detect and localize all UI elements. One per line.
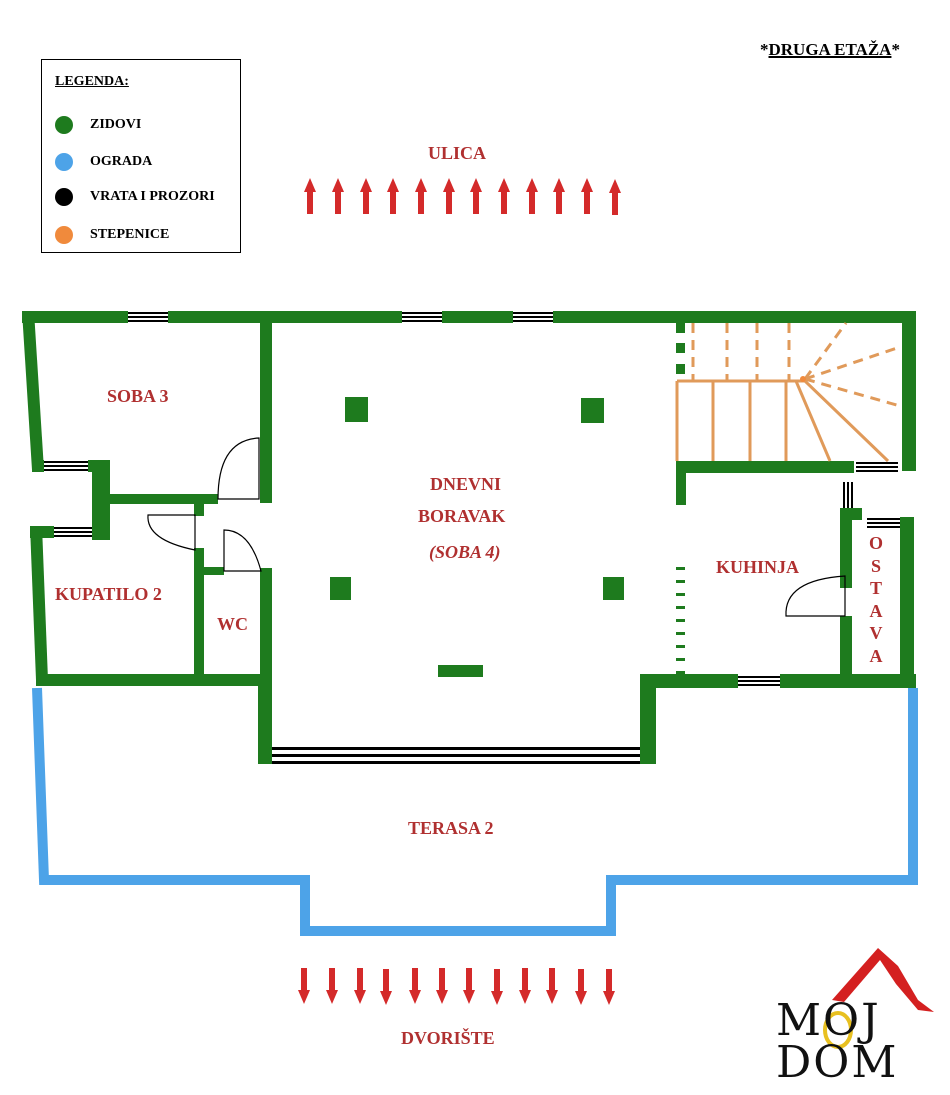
room-terasa: TERASA 2: [408, 818, 494, 838]
room-dnevni-line3: (SOBA 4): [429, 542, 501, 562]
logo-line2: DOM: [776, 1037, 899, 1088]
window-vertical-kuhinja: [842, 482, 854, 508]
down-arrows-icon: [298, 968, 615, 1005]
legend-item-doors-windows: VRATA I PROZORI: [55, 188, 215, 206]
floor-title: *DRUGA ETAŽA*: [760, 40, 900, 60]
black-dot-icon: [55, 188, 73, 206]
logo-roof-icon: [823, 948, 934, 1049]
door-soba3: [217, 437, 260, 500]
legend-label: VRATA I PROZORI: [90, 189, 215, 204]
window-soba3-left: [44, 460, 88, 472]
yard-label: DVORIŠTE: [401, 1028, 495, 1048]
up-arrows-icon: [304, 178, 621, 215]
window-kuhinja-bottom: [738, 674, 780, 688]
title-text: DRUGA ETAŽA: [768, 40, 892, 59]
logo-line1: MOJ: [776, 995, 881, 1046]
room-wc: WC: [217, 614, 248, 634]
staircase: [675, 322, 901, 463]
ostava-letter: A: [869, 645, 883, 666]
ostava-letter: V: [869, 623, 883, 643]
orange-dot-icon: [55, 226, 73, 244]
window-stairs: [856, 461, 898, 473]
doors: [147, 437, 846, 617]
title-suffix: *: [891, 40, 900, 59]
door-kupatilo: [147, 514, 196, 551]
windows: [44, 311, 900, 764]
room-soba3: SOBA 3: [107, 386, 169, 406]
walls: [22, 311, 916, 764]
window-top-1: [402, 311, 442, 323]
legend-item-fence: OGRADA: [55, 153, 152, 171]
green-dot-icon: [55, 116, 73, 134]
blue-dot-icon: [55, 153, 73, 171]
street-label: ULICA: [428, 143, 487, 163]
room-ostava: O S T A V A: [869, 532, 883, 667]
ostava-letter: S: [870, 555, 881, 576]
ostava-letter: A: [869, 600, 883, 621]
terrace-sliding-door: [272, 746, 640, 764]
logo: MOJ DOM: [776, 995, 899, 1088]
room-dnevni-line1: DNEVNI: [430, 474, 502, 494]
legend-label: OGRADA: [90, 154, 153, 169]
window-kupatilo: [54, 526, 92, 538]
room-kuhinja: KUHINJA: [716, 557, 800, 577]
terrace-fence: [32, 687, 918, 936]
ostava-letter: T: [869, 578, 882, 598]
legend-label: STEPENICE: [90, 227, 170, 242]
room-kupatilo: KUPATILO 2: [55, 584, 162, 604]
legend-title: LEGENDA:: [55, 74, 129, 89]
room-dnevni-line2: BORAVAK: [418, 506, 506, 526]
legend-label: ZIDOVI: [90, 117, 142, 132]
window-top-2: [513, 311, 553, 323]
window-ostava: [867, 517, 900, 529]
ostava-letter: O: [869, 533, 884, 553]
title-prefix: *: [760, 40, 769, 59]
door-ostava: [785, 575, 846, 617]
legend-item-walls: ZIDOVI: [55, 116, 141, 134]
legend-item-stairs: STEPENICE: [55, 226, 169, 244]
door-wc: [223, 529, 262, 572]
window-top-soba3: [128, 311, 168, 323]
legend: LEGENDA: ZIDOVI OGRADA VRATA I PROZORI S…: [41, 59, 241, 253]
